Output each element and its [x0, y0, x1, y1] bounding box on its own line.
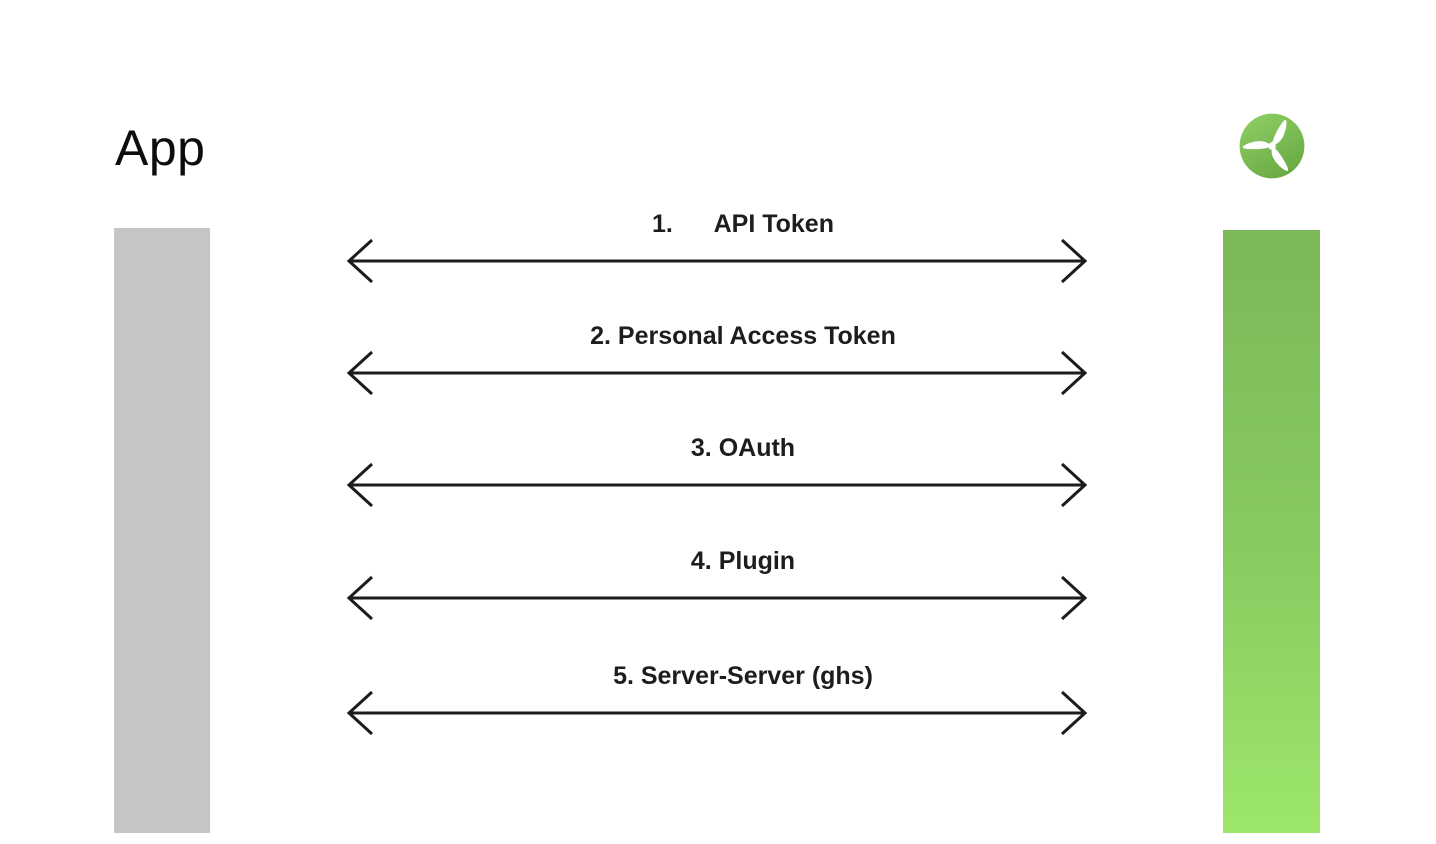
- connection-label: 1. API Token: [652, 210, 834, 238]
- connection-row: 4. Plugin: [344, 547, 1090, 621]
- app-lifeline-bar: [114, 228, 210, 833]
- connection-label: 4. Plugin: [690, 547, 796, 575]
- connection-row: 3. OAuth: [344, 434, 1090, 508]
- connection-label: 2. Personal Access Token: [590, 322, 896, 350]
- wind-turbine-logo-icon: [1239, 113, 1305, 179]
- double-arrow-icon: [346, 575, 1088, 621]
- double-arrow-icon: [346, 350, 1088, 396]
- server-lifeline-bar: [1223, 230, 1320, 833]
- app-title: App: [115, 120, 206, 176]
- connection-row: 5. Server-Server (ghs): [344, 662, 1090, 736]
- connection-row: 1. API Token: [344, 210, 1090, 284]
- connection-row: 2. Personal Access Token: [344, 322, 1090, 396]
- connection-label: 5. Server-Server (ghs): [613, 662, 873, 690]
- double-arrow-icon: [346, 238, 1088, 284]
- double-arrow-icon: [346, 462, 1088, 508]
- connection-label: 3. OAuth: [690, 434, 796, 462]
- double-arrow-icon: [346, 690, 1088, 736]
